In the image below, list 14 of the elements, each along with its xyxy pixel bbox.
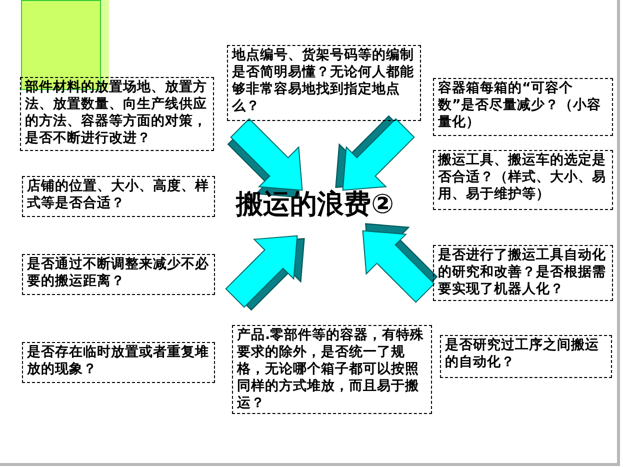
question-text: 是否存在临时放置或者重复堆放的现象？ [27,344,210,378]
question-text: 店铺的位置、大小、高度、样式等是否合适？ [27,178,210,212]
question-text: 搬运工具、搬运车的选定是否合适？（样式、大小、易用、易于维护等） [438,152,607,203]
question-text: 是否通过不断调整来减少不必要的搬运距离？ [27,256,210,290]
question-box [433,150,613,210]
question-text: 产品.零部件等的容器，有特殊要求的除外，是否统一了规格，无论哪个箱子都可以按照同样的方式堆放，而且易于搬运？ [237,327,426,412]
question-text: 是否进行了搬运工具自动化的研究和改善？是否根据需要实现了机器人化？ [438,247,607,298]
title: 搬运的浪费② [234,188,395,222]
question-box [433,78,613,136]
question-text: 是否研究过工序之间搬运的自动化？ [445,337,600,371]
question-box [440,335,612,378]
question-text: 地点编号、货架号码等的编制是否简明易懂？无论何人都能够非常容易地找到指定地点么？ [232,47,415,115]
question-text: 容器箱每箱的“可容个数”是否尽量减少？（小容量化） [438,80,602,131]
question-box [227,45,421,121]
